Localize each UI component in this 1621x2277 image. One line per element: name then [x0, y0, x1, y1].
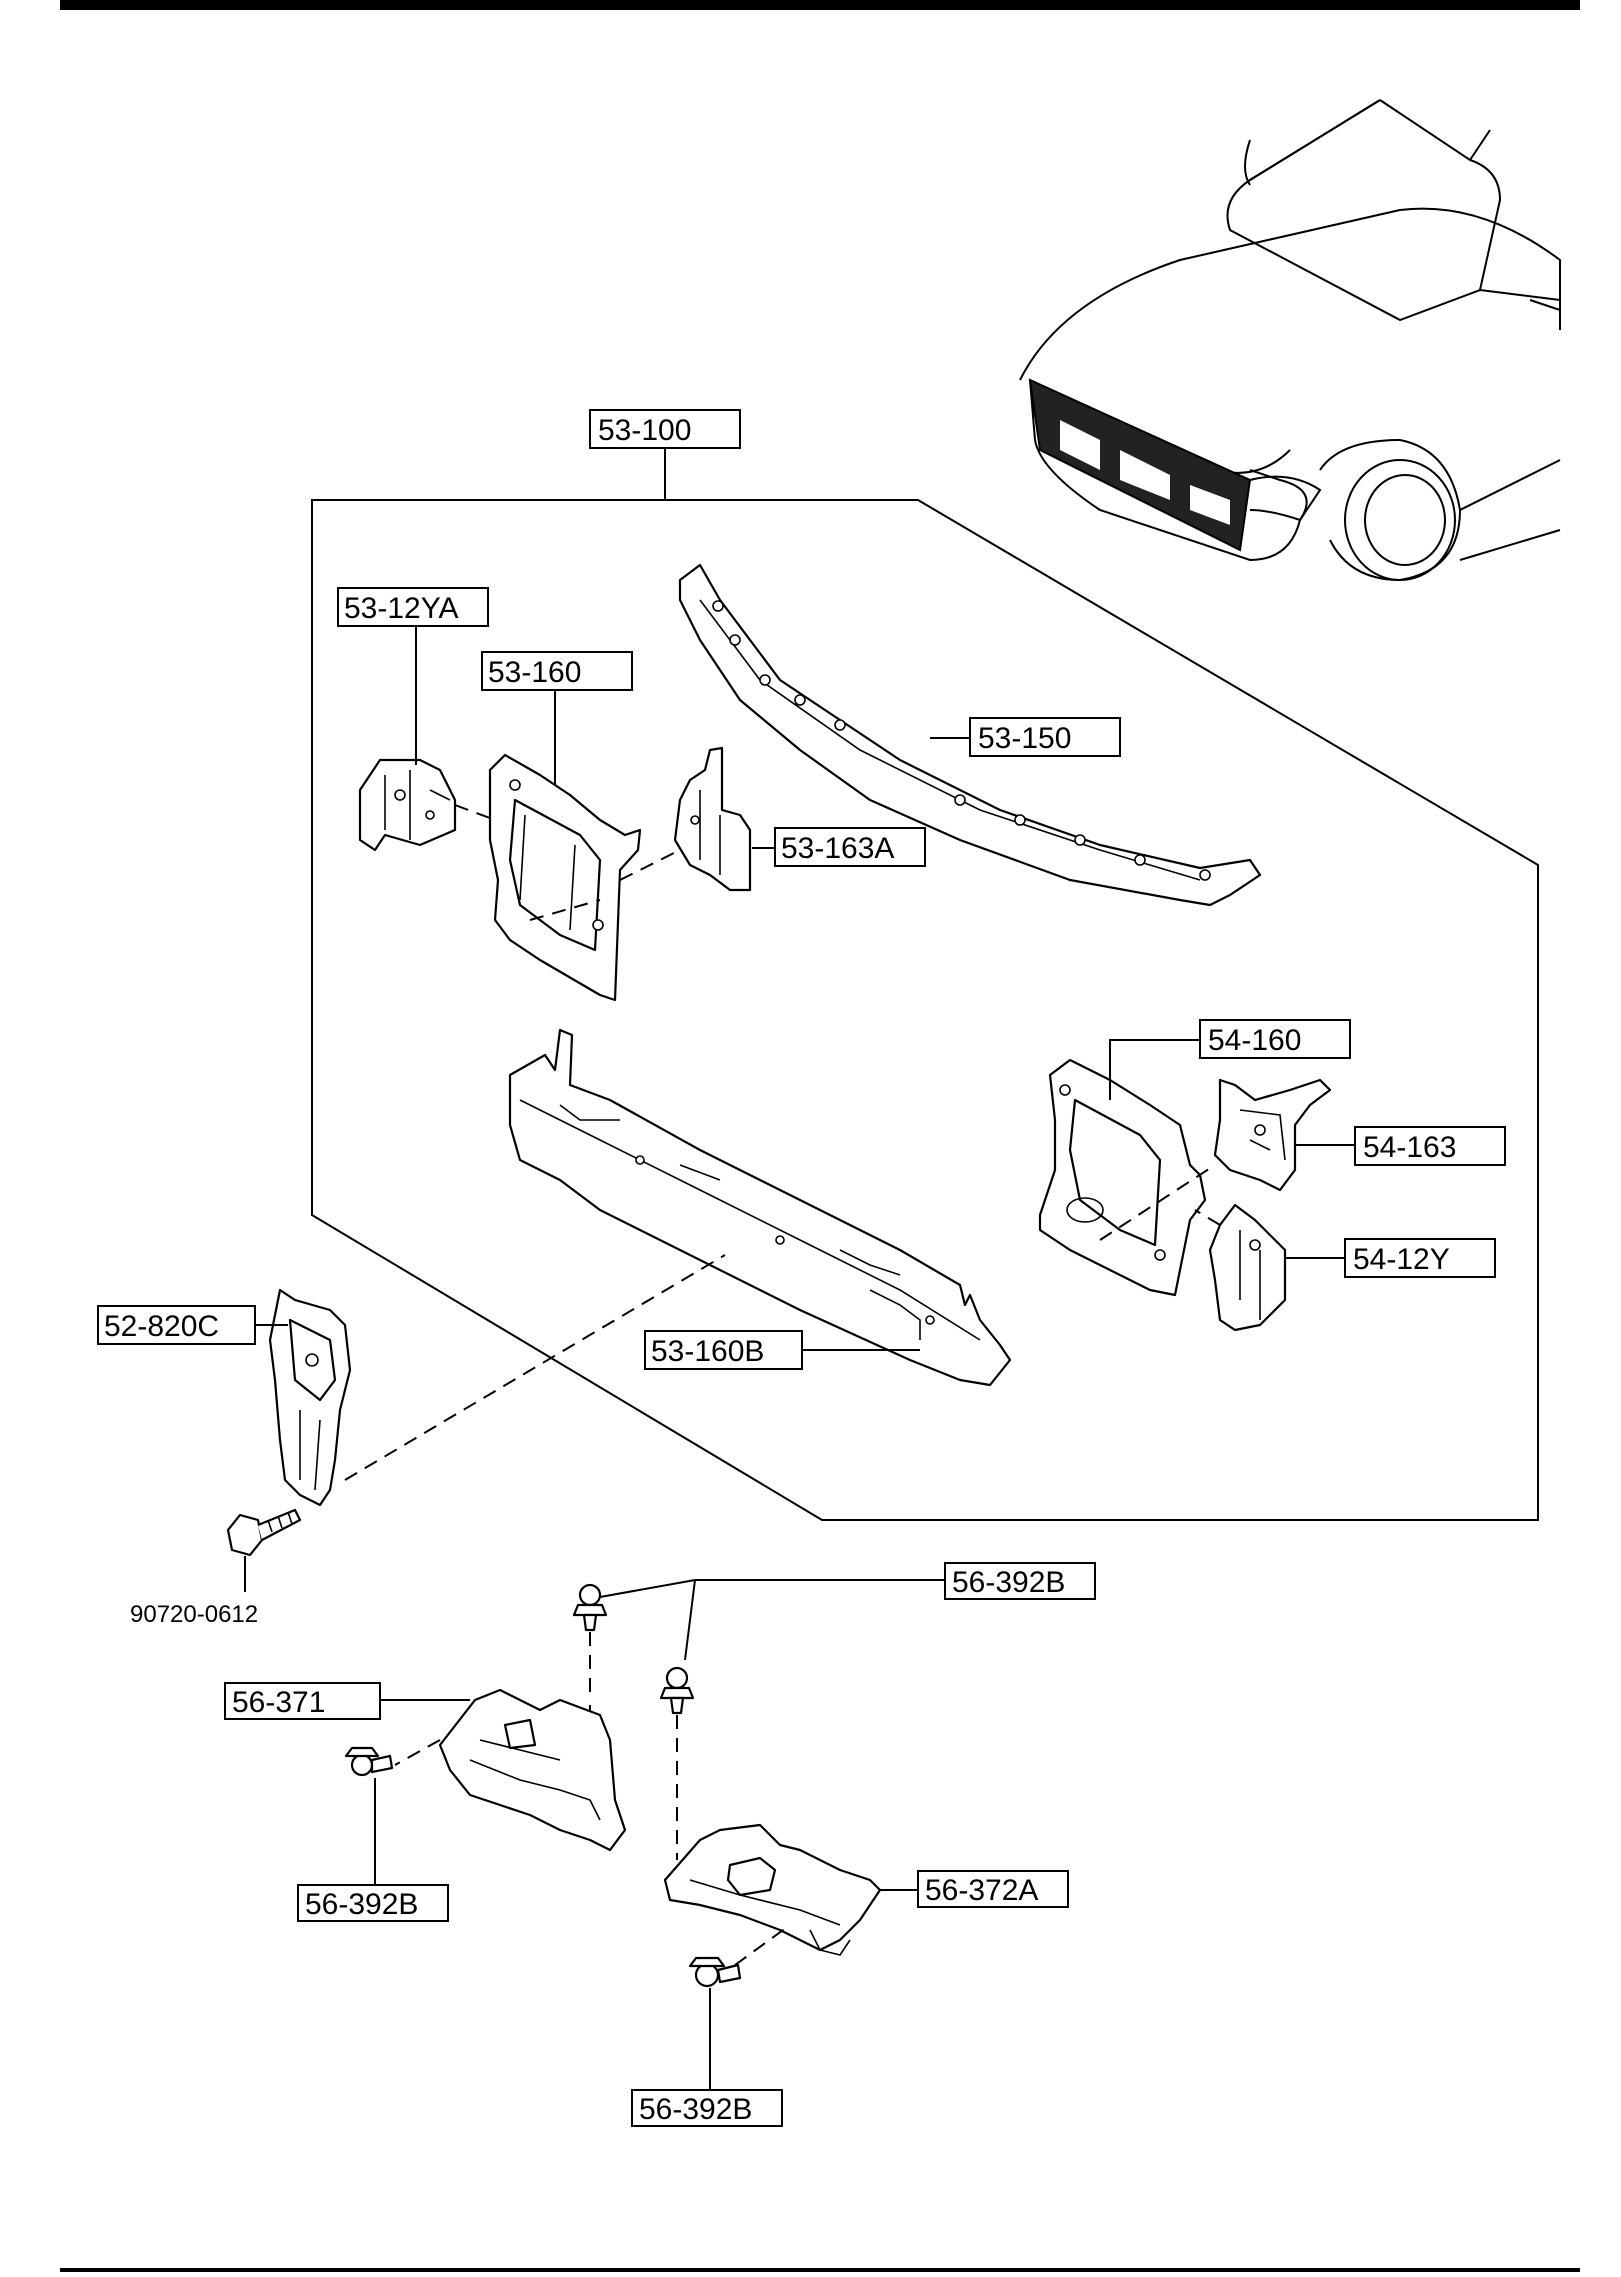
callout-53-163A: 53-163A — [774, 827, 926, 867]
svg-text:54-163: 54-163 — [1363, 1131, 1456, 1164]
bracket-54-12Y — [1208, 1203, 1287, 1332]
svg-text:56-392B: 56-392B — [639, 2093, 752, 2126]
callout-54-163: 54-163 — [1354, 1126, 1506, 1166]
svg-text:56-392B: 56-392B — [952, 1566, 1065, 1599]
left-side-panel-53-160 — [488, 753, 642, 1002]
svg-text:56-392B: 56-392B — [305, 1888, 418, 1921]
svg-text:52-820C: 52-820C — [104, 1310, 219, 1343]
label-90720-0612: 90720-0612 — [130, 1601, 258, 1628]
svg-text:56-371: 56-371 — [232, 1686, 325, 1719]
bottom-rule — [60, 2268, 1580, 2272]
callout-54-160: 54-160 — [1199, 1019, 1351, 1059]
callout-56-392B-left: 56-392B — [297, 1884, 449, 1922]
clip-upper-left — [572, 1583, 608, 1632]
right-side-panel-54-160 — [1038, 1058, 1207, 1297]
callout-56-392B-top: 56-392B — [944, 1562, 1096, 1600]
callout-54-12Y: 54-12Y — [1344, 1238, 1496, 1278]
bracket-54-163 — [1213, 1078, 1332, 1192]
top-rule — [60, 0, 1580, 10]
upper-radiator-support-rail — [678, 563, 1262, 907]
callout-56-371: 56-371 — [224, 1682, 381, 1720]
callout-56-372A: 56-372A — [917, 1870, 1069, 1908]
svg-text:56-372A: 56-372A — [925, 1874, 1038, 1907]
callout-53-160B: 53-160B — [644, 1330, 803, 1370]
bracket-52-820C — [268, 1288, 352, 1507]
assembly-boundary — [311, 499, 1539, 1521]
svg-text:53-12YA: 53-12YA — [344, 592, 459, 625]
svg-text:53-160B: 53-160B — [651, 1335, 764, 1368]
svg-text:53-100: 53-100 — [598, 414, 691, 447]
car-illustration — [1019, 99, 1561, 582]
svg-text:54-12Y: 54-12Y — [1353, 1243, 1450, 1276]
svg-text:54-160: 54-160 — [1208, 1024, 1301, 1057]
bolt-90720-0612 — [226, 1508, 302, 1557]
left-bracket-53-12YA — [358, 758, 457, 852]
svg-text:90720-0612: 90720-0612 — [130, 1601, 258, 1628]
splash-shield-56-372A — [663, 1823, 882, 1956]
callout-53-12YA: 53-12YA — [337, 587, 489, 627]
callout-53-160: 53-160 — [481, 651, 633, 691]
callout-53-100: 53-100 — [589, 409, 741, 449]
callout-53-150: 53-150 — [969, 717, 1121, 757]
clip-upper-right — [659, 1666, 695, 1715]
svg-text:53-163A: 53-163A — [781, 832, 894, 865]
svg-text:53-150: 53-150 — [978, 722, 1071, 755]
clip-bottom — [688, 1956, 742, 1988]
clip-left — [344, 1746, 394, 1777]
lower-radiator-support-rail — [508, 1028, 1012, 1387]
bracket-53-163A — [673, 746, 752, 892]
splash-shield-56-371 — [438, 1688, 627, 1852]
svg-text:53-160: 53-160 — [488, 656, 581, 689]
front-wheel — [1344, 459, 1456, 581]
callout-56-392B-bottom: 56-392B — [631, 2089, 783, 2127]
callout-52-820C: 52-820C — [97, 1305, 256, 1345]
